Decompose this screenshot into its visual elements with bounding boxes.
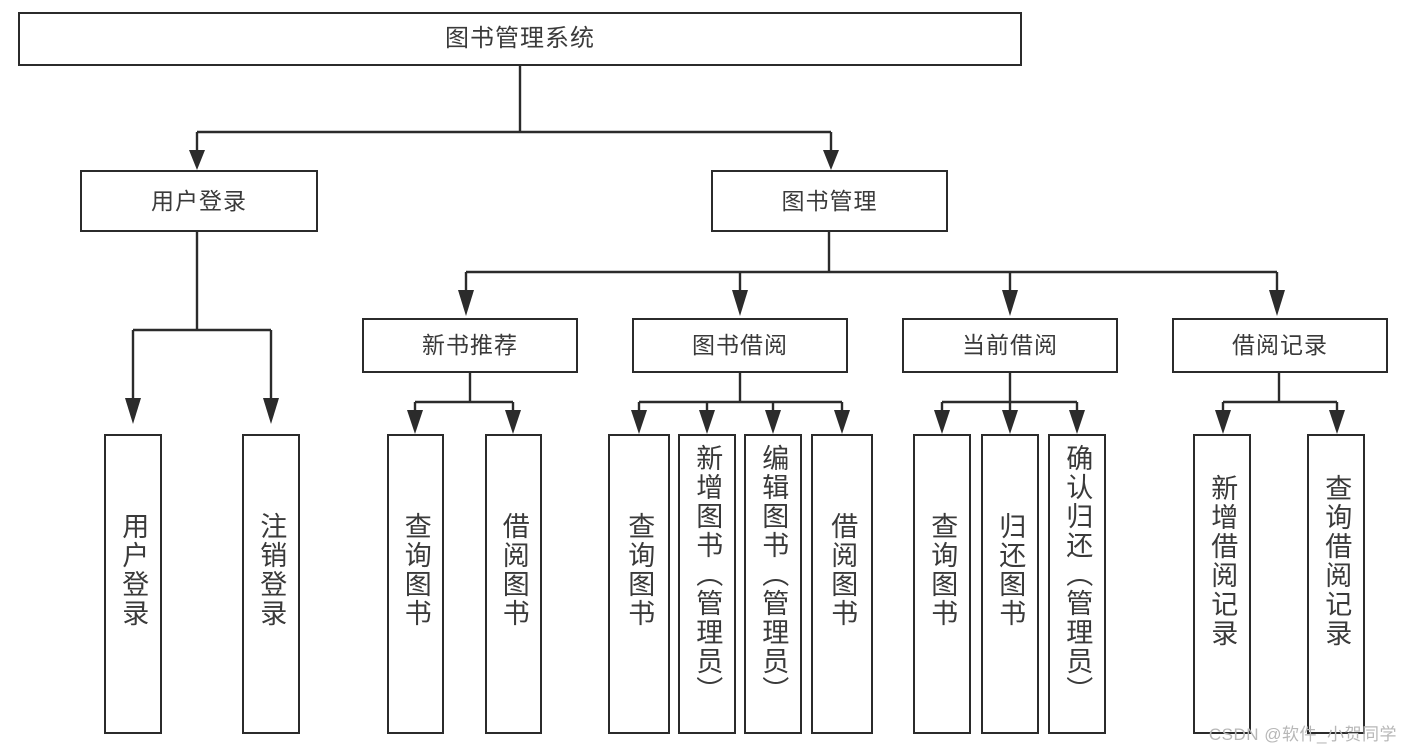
node-leaf-query-book-3-label: 查询图书 [927, 512, 958, 628]
node-leaf-return-book[interactable]: 归还图书 [981, 434, 1039, 734]
node-leaf-borrow-book-2[interactable]: 借阅图书 [811, 434, 873, 734]
node-book-borrow[interactable]: 图书借阅 [632, 318, 848, 373]
node-leaf-user-logout-label: 注销登录 [256, 512, 287, 628]
node-leaf-query-record[interactable]: 查询借阅记录 [1307, 434, 1365, 734]
node-leaf-confirm-return-label: 确认归还（管理员） [1062, 444, 1093, 705]
node-leaf-add-record[interactable]: 新增借阅记录 [1193, 434, 1251, 734]
node-leaf-add-record-label: 新增借阅记录 [1207, 474, 1238, 648]
node-new-book-recommend-label: 新书推荐 [422, 332, 518, 359]
node-leaf-query-book-2-label: 查询图书 [624, 512, 655, 628]
node-new-book-recommend[interactable]: 新书推荐 [362, 318, 578, 373]
node-leaf-borrow-book-2-label: 借阅图书 [827, 512, 858, 628]
node-user-login[interactable]: 用户登录 [80, 170, 318, 232]
node-leaf-add-book[interactable]: 新增图书（管理员） [678, 434, 736, 734]
node-current-borrow-label: 当前借阅 [962, 332, 1058, 359]
node-leaf-borrow-book-1-label: 借阅图书 [498, 512, 529, 628]
node-user-login-label: 用户登录 [151, 187, 247, 214]
watermark: CSDN @软件_小贺同学 [1208, 725, 1397, 744]
node-borrow-record-label: 借阅记录 [1232, 332, 1328, 359]
node-leaf-query-book-2[interactable]: 查询图书 [608, 434, 670, 734]
node-leaf-query-record-label: 查询借阅记录 [1321, 474, 1352, 648]
node-book-borrow-label: 图书借阅 [692, 332, 788, 359]
node-leaf-query-book-1[interactable]: 查询图书 [387, 434, 444, 734]
node-leaf-edit-book[interactable]: 编辑图书（管理员） [744, 434, 802, 734]
node-borrow-record[interactable]: 借阅记录 [1172, 318, 1388, 373]
node-leaf-user-logout[interactable]: 注销登录 [242, 434, 300, 734]
node-leaf-query-book-3[interactable]: 查询图书 [913, 434, 971, 734]
node-leaf-user-login-label: 用户登录 [118, 512, 149, 628]
node-leaf-user-login[interactable]: 用户登录 [104, 434, 162, 734]
node-book-management-label: 图书管理 [781, 187, 878, 214]
node-current-borrow[interactable]: 当前借阅 [902, 318, 1118, 373]
node-leaf-edit-book-label: 编辑图书（管理员） [758, 444, 789, 705]
node-root-label: 图书管理系统 [445, 25, 595, 52]
node-book-management[interactable]: 图书管理 [711, 170, 948, 232]
node-leaf-query-book-1-label: 查询图书 [400, 512, 431, 628]
node-leaf-borrow-book-1[interactable]: 借阅图书 [485, 434, 542, 734]
node-leaf-confirm-return[interactable]: 确认归还（管理员） [1048, 434, 1106, 734]
node-leaf-add-book-label: 新增图书（管理员） [692, 444, 723, 705]
node-root[interactable]: 图书管理系统 [18, 12, 1022, 66]
node-leaf-return-book-label: 归还图书 [995, 512, 1026, 628]
